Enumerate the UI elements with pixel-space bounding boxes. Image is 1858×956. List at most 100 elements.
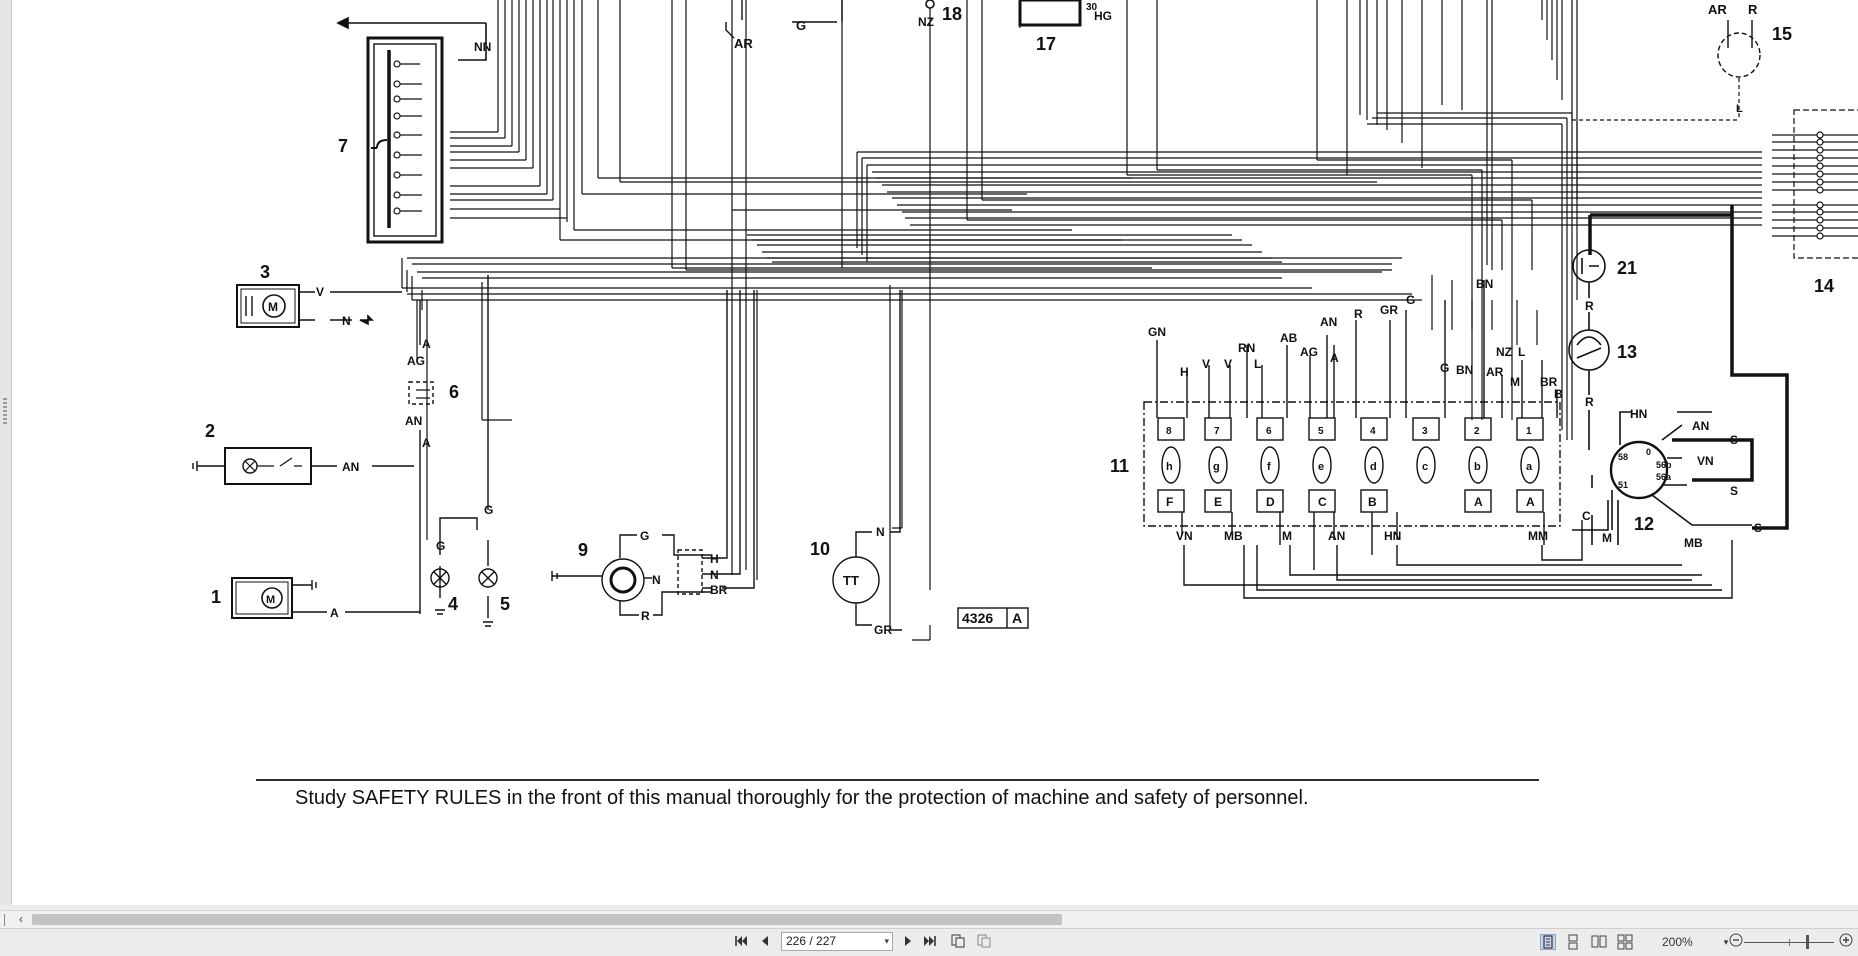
svg-text:11: 11	[1110, 456, 1129, 476]
svg-text:BR: BR	[1540, 375, 1558, 389]
scrollbar-edge	[4, 914, 5, 926]
svg-text:MB: MB	[1224, 529, 1243, 543]
svg-text:14: 14	[1814, 276, 1834, 296]
svg-text:M: M	[1282, 529, 1292, 543]
svg-text:AN: AN	[1692, 419, 1709, 433]
svg-text:A: A	[1526, 495, 1535, 509]
svg-text:G: G	[436, 539, 445, 553]
two-page-view-icon[interactable]	[1591, 934, 1607, 950]
svg-text:C: C	[1318, 495, 1327, 509]
next-page-icon[interactable]	[900, 933, 916, 951]
zoom-dropdown-icon[interactable]: ▾	[1723, 937, 1729, 947]
svg-text:M: M	[268, 300, 278, 314]
svg-text:L: L	[1254, 357, 1261, 371]
first-page-icon[interactable]	[733, 933, 749, 951]
prev-page-icon[interactable]	[757, 933, 773, 951]
zoom-out-icon[interactable]	[1728, 933, 1744, 951]
component-21	[1572, 249, 1606, 330]
svg-text:R: R	[1748, 2, 1758, 17]
svg-text:G: G	[1406, 293, 1415, 307]
svg-text:VN: VN	[1697, 454, 1714, 468]
svg-text:BN: BN	[1456, 363, 1473, 377]
svg-text:3: 3	[260, 262, 270, 282]
svg-text:AG: AG	[1300, 345, 1318, 359]
svg-text:V: V	[1224, 357, 1232, 371]
svg-text:AN: AN	[342, 460, 359, 474]
scroll-left-icon[interactable]: ‹	[19, 912, 23, 926]
component-6	[408, 300, 434, 614]
svg-text:56b: 56b	[1656, 460, 1672, 470]
svg-text:G: G	[1440, 361, 1449, 375]
two-page-continuous-icon[interactable]	[1617, 934, 1633, 950]
svg-text:NZ: NZ	[918, 15, 934, 29]
svg-text:RN: RN	[1238, 341, 1255, 355]
svg-text:TT: TT	[843, 573, 859, 588]
svg-text:AR: AR	[1486, 365, 1504, 379]
svg-text:M: M	[1602, 531, 1612, 545]
left-panel-edge	[0, 0, 12, 905]
svg-text:F: F	[1166, 495, 1173, 509]
svg-text:B: B	[1554, 387, 1563, 401]
zoom-in-icon[interactable]	[1838, 933, 1854, 951]
svg-text:G: G	[640, 529, 649, 543]
component-4-5	[430, 275, 498, 627]
zoom-slider-thumb[interactable]	[1806, 935, 1809, 949]
svg-text:8: 8	[1166, 426, 1172, 437]
svg-text:A: A	[330, 606, 339, 620]
page-number-field[interactable]: 226 / 227 ▾	[781, 932, 893, 951]
svg-text:C: C	[1582, 509, 1591, 523]
horizontal-scrollbar[interactable]: ‹	[0, 910, 1858, 929]
svg-text:GR: GR	[1380, 303, 1398, 317]
component-2	[192, 447, 414, 485]
copy-page-icon[interactable]	[950, 933, 966, 951]
svg-text:AN: AN	[1320, 315, 1337, 329]
svg-text:GN: GN	[1148, 325, 1166, 339]
last-page-icon[interactable]	[922, 933, 938, 951]
svg-text:BN: BN	[1476, 277, 1493, 291]
svg-text:2: 2	[205, 421, 215, 441]
svg-text:M: M	[266, 594, 275, 606]
zoom-slider-tick	[1789, 939, 1790, 946]
svg-text:e: e	[1318, 461, 1324, 473]
component-15	[1572, 20, 1761, 121]
document-page: 7 NN	[12, 0, 1858, 905]
wiring-diagram: 7 NN	[192, 0, 1858, 781]
svg-text:L: L	[1518, 345, 1525, 359]
chevron-down-icon[interactable]: ▾	[884, 936, 889, 946]
zoom-level[interactable]: 200%	[1662, 935, 1693, 949]
svg-text:B: B	[1368, 495, 1377, 509]
svg-text:9: 9	[578, 540, 588, 560]
svg-text:L: L	[1736, 103, 1743, 115]
svg-text:S: S	[1754, 521, 1762, 535]
component-3: M	[236, 284, 402, 328]
svg-text:AG: AG	[407, 354, 425, 368]
svg-text:2: 2	[1474, 426, 1480, 437]
svg-text:A: A	[1330, 351, 1339, 365]
svg-text:VN: VN	[1176, 529, 1193, 543]
svg-text:BR: BR	[710, 583, 728, 597]
svg-text:13: 13	[1617, 342, 1637, 362]
svg-text:5: 5	[500, 594, 510, 614]
scrollbar-thumb[interactable]	[32, 914, 1062, 925]
svg-text:G: G	[796, 18, 806, 33]
svg-text:18: 18	[942, 4, 962, 24]
continuous-view-icon[interactable]	[1565, 934, 1581, 950]
svg-text:HG: HG	[1094, 9, 1112, 23]
svg-text:AR: AR	[1708, 2, 1727, 17]
svg-text:21: 21	[1617, 258, 1637, 278]
svg-text:56a: 56a	[1656, 472, 1672, 482]
svg-text:AN: AN	[1328, 529, 1345, 543]
component-7	[366, 36, 444, 244]
svg-text:NZ: NZ	[1496, 345, 1512, 359]
svg-text:M: M	[1510, 375, 1520, 389]
paste-page-icon[interactable]	[976, 933, 992, 951]
svg-text:N: N	[652, 573, 661, 587]
svg-text:a: a	[1526, 461, 1533, 473]
single-page-view-icon[interactable]	[1540, 934, 1556, 950]
svg-text:c: c	[1422, 461, 1428, 473]
component-13	[1568, 329, 1610, 450]
svg-text:S: S	[1730, 484, 1738, 498]
svg-text:10: 10	[810, 539, 830, 559]
svg-text:N: N	[342, 314, 351, 328]
panel-grip-icon[interactable]	[3, 398, 7, 426]
